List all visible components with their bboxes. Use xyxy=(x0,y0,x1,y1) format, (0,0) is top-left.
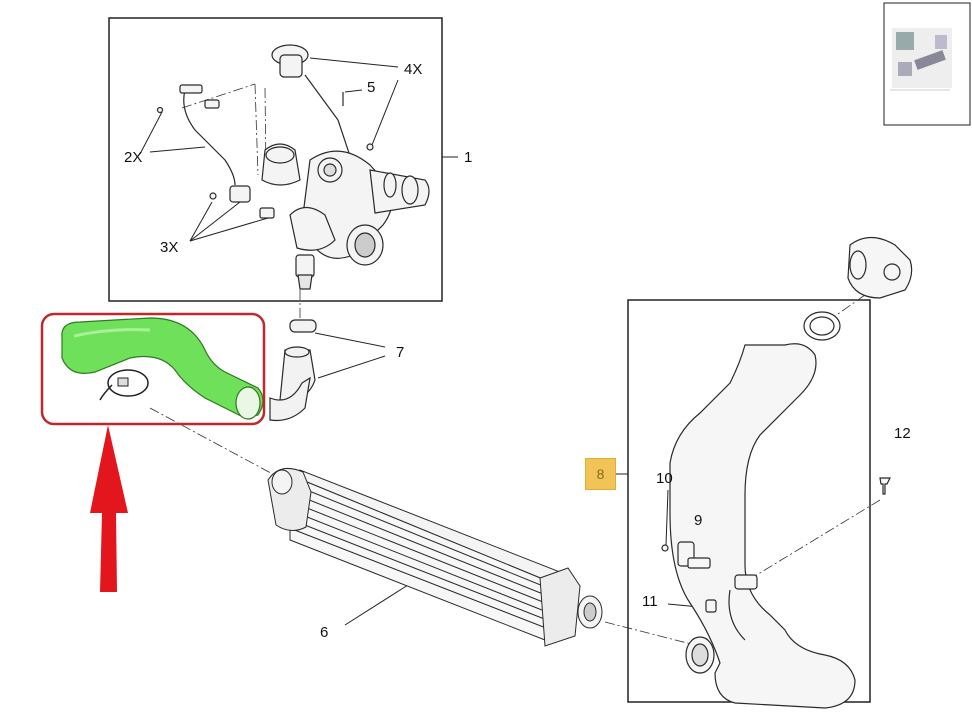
highlighted-intercooler-inlet-hose xyxy=(61,317,264,420)
red-arrow-icon xyxy=(90,425,128,592)
callout-3x: 3X xyxy=(160,239,179,256)
callout-11: 11 xyxy=(642,593,658,610)
callout-1: 1 xyxy=(464,149,473,166)
callout-7: 7 xyxy=(396,344,405,361)
callout-8-badge: 8 xyxy=(585,458,616,490)
leader-lines xyxy=(139,57,711,626)
clamp-and-coupling xyxy=(269,319,317,422)
alignment-lines xyxy=(149,83,881,646)
intercooler xyxy=(267,467,603,647)
outlet-pipe-assembly xyxy=(661,236,913,709)
callout-6: 6 xyxy=(320,624,329,641)
callout-2x: 2X xyxy=(124,149,143,166)
callout-10: 10 xyxy=(656,470,673,487)
thumbnail-image xyxy=(890,28,952,91)
highlight-box xyxy=(40,312,266,426)
turbocharger-group-frame xyxy=(108,17,443,302)
callout-5: 5 xyxy=(367,79,376,96)
callout-4x: 4X xyxy=(404,61,423,78)
callout-12: 12 xyxy=(894,425,911,442)
callout-9: 9 xyxy=(694,512,703,529)
turbocharger-assembly xyxy=(156,44,430,290)
